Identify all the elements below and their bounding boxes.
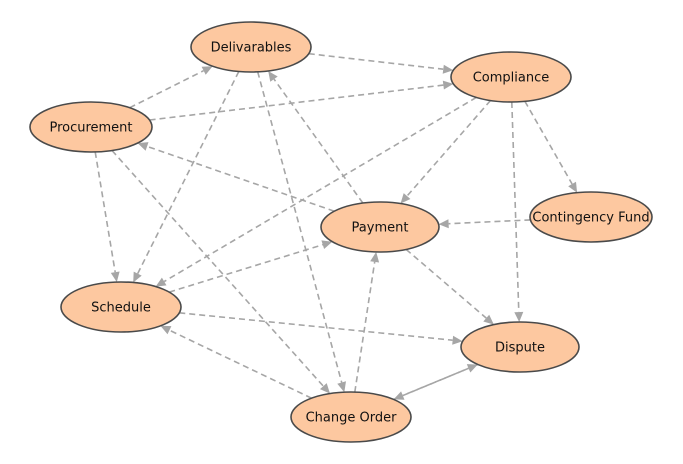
node-deliverables[interactable]: Delivarables: [190, 21, 312, 73]
arrowhead-icon: [514, 311, 524, 322]
edge-deliverables-to-compliance: [308, 52, 454, 74]
arrowhead-icon: [438, 219, 449, 229]
edge-line: [511, 101, 520, 313]
node-label: Procurement: [49, 121, 132, 136]
node-shape: [460, 321, 580, 373]
edge-procurement-to-schedule: [94, 151, 120, 283]
arrowhead-icon: [110, 271, 120, 283]
node-shape: [450, 51, 572, 103]
node-label: Compliance: [473, 71, 550, 86]
edge-line: [163, 96, 477, 283]
edge-change_order-to-payment: [354, 251, 380, 393]
edge-procurement-to-change_order: [111, 149, 330, 394]
edge-payment-to-procurement: [137, 142, 335, 212]
arrowhead-icon: [483, 314, 494, 325]
node-shape: [290, 391, 412, 443]
arrowhead-icon: [137, 142, 149, 151]
node-label: Contingency Fund: [532, 211, 649, 226]
arrowhead-icon: [393, 391, 405, 400]
arrowhead-icon: [268, 71, 278, 82]
arrowhead-icon: [568, 181, 578, 193]
arrowhead-icon: [320, 383, 330, 394]
edge-line: [129, 69, 204, 109]
node-shape: [29, 101, 153, 153]
edges-layer: [94, 52, 578, 401]
edge-compliance-to-payment: [400, 99, 492, 204]
edge-schedule-to-payment: [168, 240, 333, 293]
edge-line: [179, 312, 453, 341]
edge-payment-to-dispute: [405, 248, 494, 325]
node-label: Schedule: [91, 301, 151, 316]
node-shape: [529, 191, 653, 243]
arrowhead-icon: [442, 64, 454, 74]
edge-payment-to-deliverables: [268, 71, 364, 204]
node-payment[interactable]: Payment: [320, 201, 440, 253]
node-compliance[interactable]: Compliance: [450, 51, 572, 103]
edge-compliance-to-schedule: [155, 96, 477, 287]
arrowhead-icon: [337, 381, 346, 393]
edge-line: [169, 329, 312, 399]
node-label: Delivarables: [211, 41, 292, 56]
node-shape: [320, 201, 440, 253]
arrowhead-icon: [133, 271, 142, 283]
edge-line: [149, 84, 444, 121]
nodes-layer: DelivarablesComplianceProcurementConting…: [29, 21, 653, 443]
node-label: Change Order: [306, 411, 398, 426]
node-label: Dispute: [495, 341, 545, 356]
edge-line: [136, 71, 240, 274]
arrowhead-icon: [442, 80, 454, 90]
edge-line: [406, 99, 492, 197]
node-label: Payment: [352, 221, 409, 236]
edge-line: [402, 363, 479, 397]
arrowhead-icon: [370, 251, 380, 263]
edge-compliance-to-contingency: [524, 100, 578, 193]
arrowhead-icon: [201, 66, 213, 75]
arrowhead-icon: [321, 240, 333, 249]
edge-line: [308, 52, 444, 70]
edge-line: [256, 71, 343, 383]
edge-line: [448, 219, 531, 225]
edge-deliverables-to-change_order: [256, 71, 346, 393]
edge-procurement-to-deliverables: [129, 66, 213, 109]
arrowhead-icon: [155, 277, 167, 287]
edge-compliance-to-dispute: [511, 101, 524, 322]
edge-line: [94, 151, 116, 273]
edge-procurement-to-compliance: [149, 80, 454, 121]
node-shape: [190, 21, 312, 73]
edge-line: [168, 243, 324, 293]
node-shape: [60, 281, 182, 333]
arrowhead-icon: [400, 193, 411, 204]
edge-contingency-to-payment: [438, 219, 531, 229]
node-schedule[interactable]: Schedule: [60, 281, 182, 333]
node-change-order[interactable]: Change Order: [290, 391, 412, 443]
edge-line: [146, 145, 335, 212]
edge-deliverables-to-schedule: [133, 71, 240, 283]
edge-line: [405, 248, 487, 319]
edge-line: [524, 100, 573, 185]
arrowhead-icon: [160, 325, 172, 335]
edge-schedule-to-dispute: [179, 312, 463, 345]
edge-line: [273, 78, 364, 204]
arrowhead-icon: [452, 335, 463, 345]
node-procurement[interactable]: Procurement: [29, 101, 153, 153]
edge-line: [111, 149, 324, 387]
edge-change_order-to-schedule: [160, 325, 312, 399]
node-dispute[interactable]: Dispute: [460, 321, 580, 373]
edge-line: [354, 261, 376, 393]
edge-dispute-to-change_order: [393, 363, 479, 400]
node-contingency[interactable]: Contingency Fund: [529, 191, 653, 243]
